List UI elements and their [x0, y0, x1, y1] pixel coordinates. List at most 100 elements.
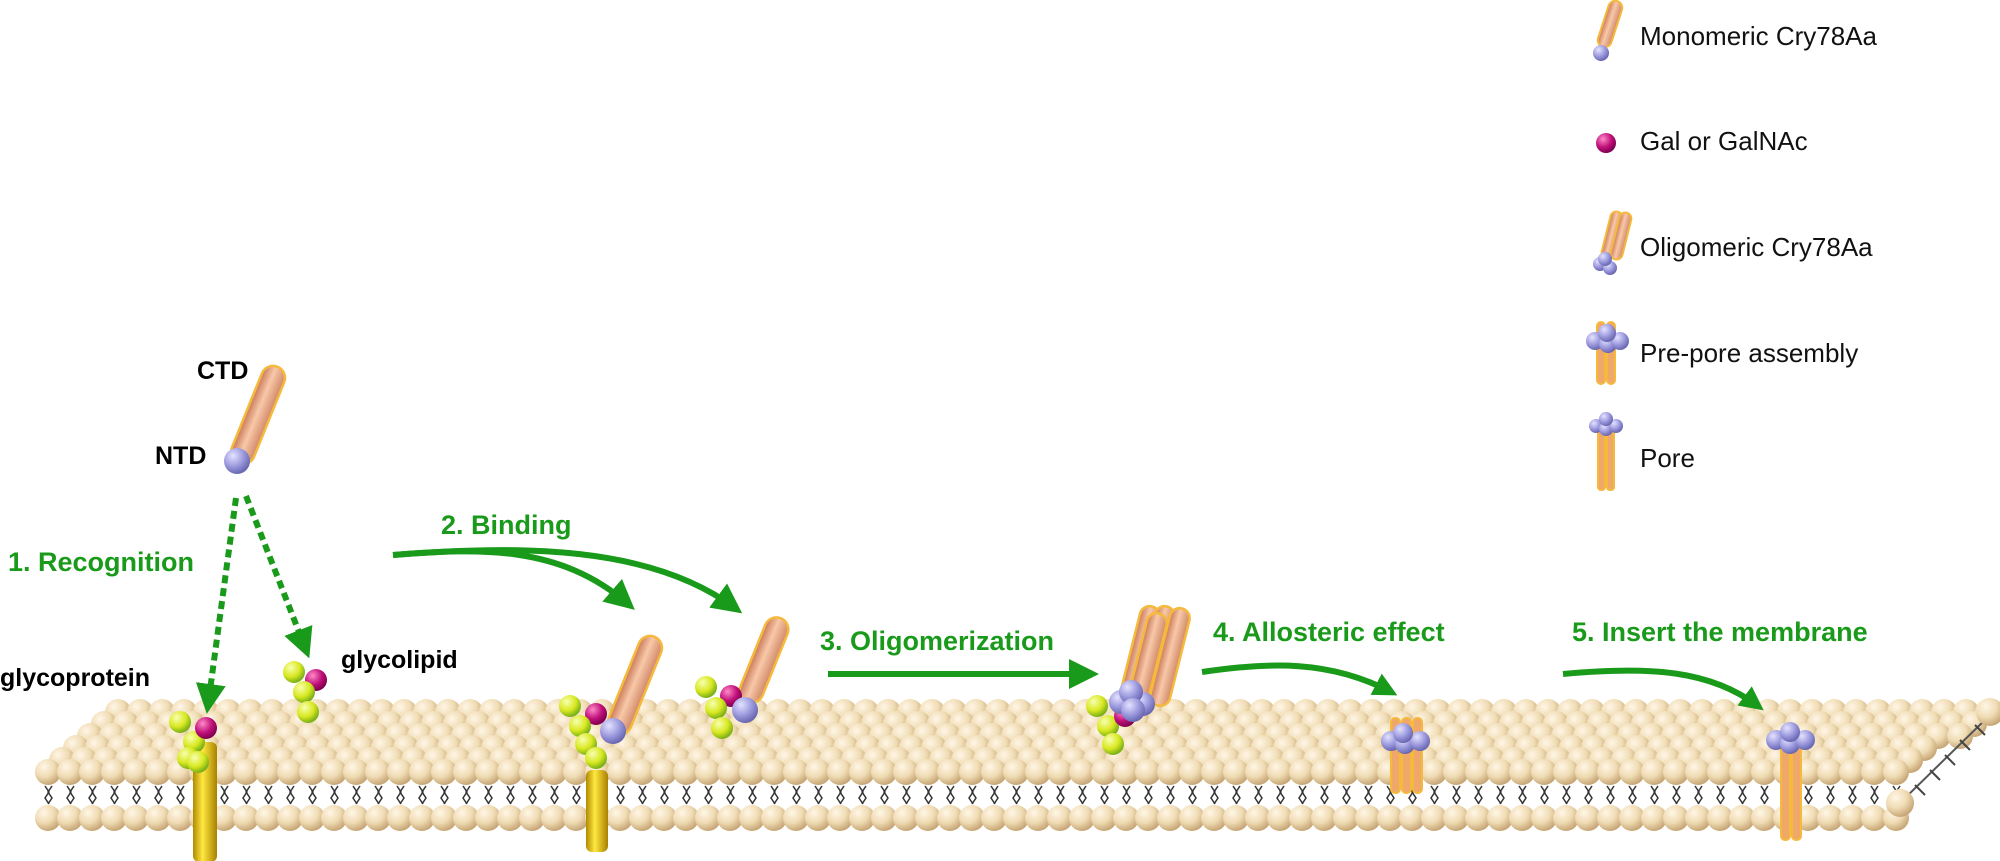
- glycoprotein-label: glycoprotein: [0, 664, 150, 692]
- lipid-head: [1223, 759, 1249, 785]
- lipid-head: [673, 759, 699, 785]
- lipid-head: [1465, 805, 1491, 831]
- lipid-head: [1861, 805, 1887, 831]
- recognition-arrows: [195, 494, 313, 714]
- lipid-tail: [1738, 785, 1747, 805]
- lipid-tail: [1694, 785, 1703, 805]
- allosteric-arrow: [1201, 662, 1398, 696]
- lipid-tail: [1628, 785, 1637, 805]
- lipid-tail: [770, 785, 779, 805]
- lipid-head: [1399, 805, 1425, 831]
- ntd-sphere: [1795, 730, 1815, 750]
- lipid-head: [607, 805, 633, 831]
- lipid-tail: [1034, 785, 1043, 805]
- lipid-head: [35, 759, 61, 785]
- lipid-tail: [814, 785, 823, 805]
- binding-arrow-1: [392, 548, 635, 610]
- lipid-tail: [924, 785, 933, 805]
- lipid-head: [233, 759, 259, 785]
- lipid-head: [299, 805, 325, 831]
- lipid-head: [1333, 759, 1359, 785]
- lipid-head: [1135, 759, 1161, 785]
- lipid-head: [1575, 759, 1601, 785]
- lipid-head: [57, 805, 83, 831]
- lipid-head: [541, 759, 567, 785]
- lipid-head: [651, 805, 677, 831]
- upper-leaflet-heads: [35, 699, 2000, 785]
- sugar-yellow: [293, 681, 315, 703]
- sugar-yellow: [705, 697, 727, 719]
- lipid-head: [1883, 759, 1909, 785]
- lipid-head: [255, 805, 281, 831]
- lipid-head: [1311, 759, 1337, 785]
- lipid-head: [1267, 805, 1293, 831]
- lipid-head: [1553, 759, 1579, 785]
- lipid-head: [1267, 759, 1293, 785]
- lipid-tail: [132, 785, 141, 805]
- lipid-head: [277, 805, 303, 831]
- lipid-head: [387, 805, 413, 831]
- lipid-tail: [1804, 785, 1813, 805]
- lipid-tail: [1012, 785, 1021, 805]
- sugar-yellow: [1086, 695, 1108, 717]
- lipid-head: [1377, 805, 1403, 831]
- ctd-rod: [738, 616, 790, 704]
- lipid-head: [1729, 805, 1755, 831]
- lipid-head: [233, 805, 259, 831]
- lipid-head: [321, 805, 347, 831]
- pre-pore-assembly-icon: [1586, 321, 1629, 385]
- legend-label-pore: Pore: [1640, 443, 1695, 473]
- lipid-tail: [726, 785, 735, 805]
- legend-label-pre-pore: Pre-pore assembly: [1640, 338, 1858, 368]
- bound-monomer-glycolipid: [695, 616, 790, 739]
- lipid-head: [1575, 805, 1601, 831]
- lipid-tail: [1100, 785, 1109, 805]
- sugar-yellow: [297, 701, 319, 723]
- lipid-tail: [682, 785, 691, 805]
- inserted-pore: [1766, 722, 1815, 841]
- lipid-head: [1421, 759, 1447, 785]
- lipid-tail: [528, 785, 537, 805]
- lipid-head: [563, 805, 589, 831]
- sugar-yellow: [283, 661, 305, 683]
- lipid-head: [739, 805, 765, 831]
- sugar-yellow: [1102, 733, 1124, 755]
- lipid-tail: [1342, 785, 1351, 805]
- lipid-tail: [902, 785, 911, 805]
- lipid-head: [893, 759, 919, 785]
- lipid-tail: [1716, 785, 1725, 805]
- lipid-head: [1047, 759, 1073, 785]
- lipid-head: [277, 759, 303, 785]
- lipid-head: [1817, 805, 1843, 831]
- lipid-head: [497, 759, 523, 785]
- membrane-cut-edge: [1886, 698, 2000, 817]
- oligomeric-complex: [1086, 604, 1191, 755]
- lipid-head: [365, 759, 391, 785]
- lipid-tail: [1496, 785, 1505, 805]
- sugar-yellow: [585, 747, 607, 769]
- lipid-head: [805, 759, 831, 785]
- lipid-head: [453, 805, 479, 831]
- lipid-head: [1289, 759, 1315, 785]
- glycoprotein-receptor: [169, 711, 217, 861]
- lipid-head: [1751, 759, 1777, 785]
- lipid-head: [1619, 805, 1645, 831]
- glycoprotein-stem: [586, 770, 608, 852]
- lipid-head: [849, 805, 875, 831]
- lipid-tail: [1650, 785, 1659, 805]
- lipid-head: [959, 759, 985, 785]
- lipid-head: [1443, 759, 1469, 785]
- legend-label-monomeric: Monomeric Cry78Aa: [1640, 21, 1878, 51]
- lipid-tail: [286, 785, 295, 805]
- lipid-head: [1817, 759, 1843, 785]
- lipid-tail: [1870, 785, 1879, 805]
- ctd-label: CTD: [197, 357, 248, 385]
- lipid-head: [871, 805, 897, 831]
- lipid-head: [299, 759, 325, 785]
- lipid-head: [761, 805, 787, 831]
- lipid-head: [123, 759, 149, 785]
- lipid-tail: [1144, 785, 1153, 805]
- lipid-head: [1135, 805, 1161, 831]
- lipid-head: [893, 805, 919, 831]
- lipid-tail: [110, 785, 119, 805]
